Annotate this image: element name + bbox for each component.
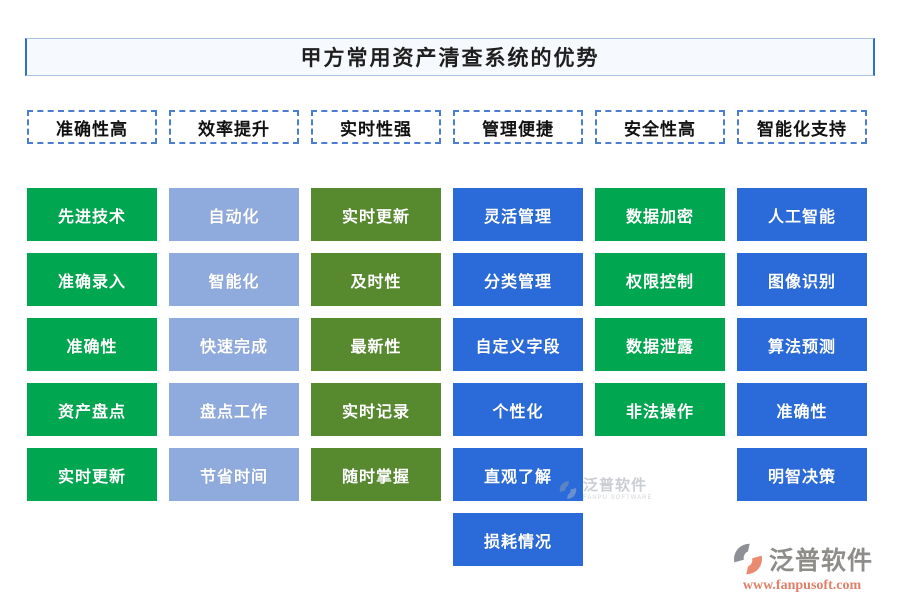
advantage-column: 灵活管理分类管理自定义字段个性化直观了解损耗情况 (453, 188, 583, 566)
advantage-item: 分类管理 (453, 253, 583, 306)
advantage-column: 人工智能图像识别算法预测准确性明智决策 (737, 188, 867, 566)
advantage-item: 准确性 (737, 383, 867, 436)
advantage-item: 快速完成 (169, 318, 299, 371)
advantage-item: 智能化 (169, 253, 299, 306)
advantage-item: 及时性 (311, 253, 441, 306)
advantage-item: 直观了解 (453, 448, 583, 501)
advantage-item: 损耗情况 (453, 513, 583, 566)
advantage-item: 个性化 (453, 383, 583, 436)
advantage-item: 盘点工作 (169, 383, 299, 436)
advantage-item: 数据加密 (595, 188, 725, 241)
advantage-item: 节省时间 (169, 448, 299, 501)
category-header: 智能化支持 (737, 110, 867, 144)
category-header: 管理便捷 (453, 110, 583, 144)
advantage-item: 最新性 (311, 318, 441, 371)
category-header: 准确性高 (27, 110, 157, 144)
category-header: 效率提升 (169, 110, 299, 144)
advantage-item: 实时记录 (311, 383, 441, 436)
fanpu-logo-icon (731, 542, 765, 576)
category-header: 安全性高 (595, 110, 725, 144)
advantage-item: 资产盘点 (27, 383, 157, 436)
category-header: 实时性强 (311, 110, 441, 144)
advantage-item: 实时更新 (27, 448, 157, 501)
footer-brand: 泛普软件 www.fanpusoft.com (722, 541, 882, 594)
advantage-item: 明智决策 (737, 448, 867, 501)
advantage-column: 实时更新及时性最新性实时记录随时掌握 (311, 188, 441, 566)
footer-website-link[interactable]: www.fanpusoft.com (742, 578, 862, 593)
advantages-board: 先进技术准确录入准确性资产盘点实时更新自动化智能化快速完成盘点工作节省时间实时更… (27, 188, 867, 566)
advantage-item: 图像识别 (737, 253, 867, 306)
advantage-column: 数据加密权限控制数据泄露非法操作 (595, 188, 725, 566)
advantage-item: 权限控制 (595, 253, 725, 306)
advantage-item: 人工智能 (737, 188, 867, 241)
advantage-item: 灵活管理 (453, 188, 583, 241)
advantage-item: 准确性 (27, 318, 157, 371)
page-title: 甲方常用资产清查系统的优势 (25, 38, 875, 76)
advantage-column: 自动化智能化快速完成盘点工作节省时间 (169, 188, 299, 566)
advantage-item: 数据泄露 (595, 318, 725, 371)
footer-brand-name: 泛普软件 (768, 547, 873, 575)
advantage-item: 自定义字段 (453, 318, 583, 371)
advantage-item: 非法操作 (595, 383, 725, 436)
advantage-item: 算法预测 (737, 318, 867, 371)
advantage-item: 自动化 (169, 188, 299, 241)
advantage-column: 先进技术准确录入准确性资产盘点实时更新 (27, 188, 157, 566)
advantage-item: 准确录入 (27, 253, 157, 306)
advantage-item: 随时掌握 (311, 448, 441, 501)
category-header-row: 准确性高效率提升实时性强管理便捷安全性高智能化支持 (27, 110, 867, 144)
advantage-item: 先进技术 (27, 188, 157, 241)
advantage-item: 实时更新 (311, 188, 441, 241)
